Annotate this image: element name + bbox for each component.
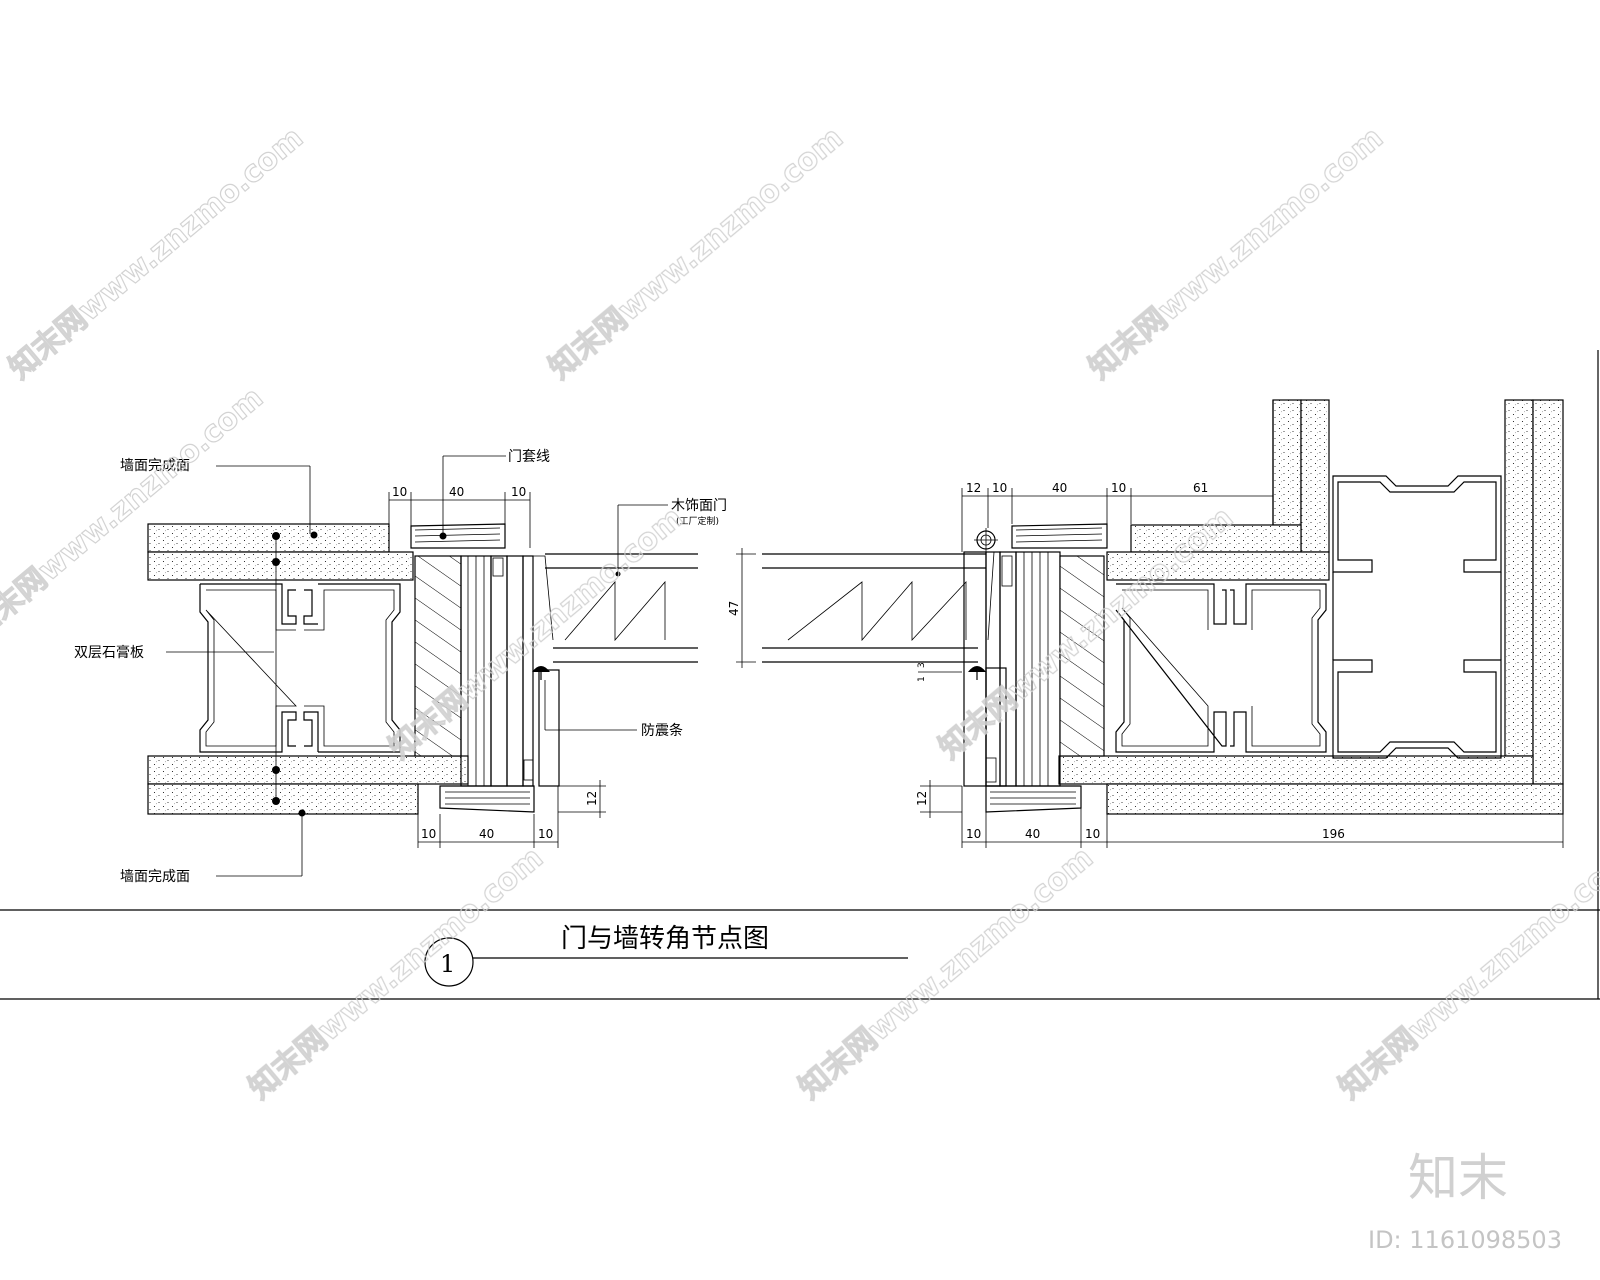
label-double-gypsum: 双层石膏板 [74,644,144,661]
dim-left-side: 12 [585,791,599,806]
steel-stud [199,583,401,753]
wall-horiz-bottom-inner [1058,755,1534,785]
dim-right-top: 12 10 40 10 61 [961,481,1274,552]
title-block: 1 门与墙转角节点图 [0,350,1600,1000]
shock-strip-left [532,666,550,672]
dim-right-top-2: 10 [992,481,1007,495]
label-shock-strip: 防震条 [641,722,683,739]
label-wall-finish-bottom: 墙面完成面 [120,869,190,885]
annotations-left: 墙面完成面 门套线 木饰面门 (工厂定制) 双层石膏板 防震条 墙面完成面 [74,449,727,885]
label-door-casing: 门套线 [508,449,550,465]
image-id: ID: 1161098503 [1368,1226,1562,1254]
detail-number: 1 [440,950,455,978]
wall-vert-a-inner [1300,399,1330,553]
dim-right-bottom-4: 196 [1322,827,1345,841]
label-wood-veneer-door-note: (工厂定制) [676,515,719,527]
shock-strip-right [968,666,986,672]
wall-vert-b-outer [1504,399,1534,757]
door-leaf-left [545,553,698,663]
steel-stud-vertical [1332,475,1502,759]
dim-gap-1: 1 [917,676,927,682]
dim-right-bottom: 10 40 10 196 12 3 1 [915,661,1564,848]
dim-right-side: 12 [915,791,929,806]
dim-left-top: 10 40 10 [388,485,531,548]
dim-left-bottom-1: 10 [421,827,436,841]
right-detail: 12 10 40 10 61 10 40 10 196 12 3 1 [915,399,1564,848]
left-detail: 10 40 10 10 40 10 12 47 [74,449,986,885]
dim-left-top-1: 10 [392,485,407,499]
dim-left-bottom: 10 40 10 12 [417,780,606,848]
watermark-4: 知末网www.znzmo.com [0,380,270,646]
dim-left-top-3: 10 [511,485,526,499]
watermark-3: 知末网www.znzmo.com [1083,120,1390,386]
gypsum-layer-bottom-outer [147,783,419,815]
dim-right-top-4: 10 [1111,481,1126,495]
wall-vert-a-outer [1272,399,1302,526]
wall-horiz-bottom-outer [1106,783,1564,815]
watermark-8: 知末网www.znzmo.com [793,840,1100,1106]
gypsum-layer-top-outer [147,523,390,553]
casing-bottom-left [439,785,535,813]
dim-door-thickness: 47 [727,548,756,668]
hinge-icon [974,528,998,552]
dim-right-top-1: 12 [966,481,981,495]
dim-right-top-5: 61 [1193,481,1208,495]
dim-right-bottom-3: 10 [1085,827,1100,841]
frame-hatch-left [414,555,462,757]
dim-right-top-3: 40 [1052,481,1067,495]
watermark-1: 知末网www.znzmo.com [3,120,310,386]
brand-logo: 知末 [1408,1149,1508,1207]
drawing-title: 门与墙转角节点图 [561,924,769,954]
frame-hatch-right [1059,555,1105,757]
gypsum-layer-top-inner [147,551,414,581]
casing-bottom-right [985,785,1082,813]
watermark-9: 知末网www.znzmo.com [1333,840,1600,1106]
casing-top-right [1011,523,1108,549]
dim-47: 47 [727,601,741,616]
dim-gap-3: 3 [917,662,927,668]
dim-left-top-2: 40 [449,485,464,499]
steel-stud-right [1115,583,1327,753]
dim-right-bottom-1: 10 [966,827,981,841]
door-leaf-right [762,553,986,663]
detail-number-circle [424,937,474,987]
label-wood-veneer-door: 木饰面门 [671,498,727,514]
dim-left-bottom-3: 10 [538,827,553,841]
watermark-2: 知末网www.znzmo.com [543,120,850,386]
dim-right-bottom-2: 40 [1025,827,1040,841]
wall-horiz-top-inner [1106,551,1330,581]
gypsum-layer-bottom-inner [147,755,469,785]
wall-horiz-top-outer [1130,524,1302,553]
wall-vert-b-inner [1532,399,1564,785]
label-wall-finish-top: 墙面完成面 [120,458,190,474]
watermark-7: 知末网www.znzmo.com [243,840,550,1106]
dim-left-bottom-2: 40 [479,827,494,841]
